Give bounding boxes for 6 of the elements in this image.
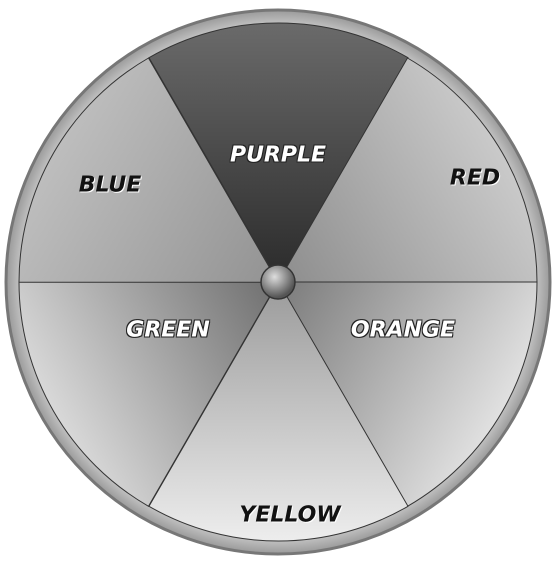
segment-label: YELLOW bbox=[239, 502, 341, 528]
segment-label: BLUE bbox=[78, 172, 142, 198]
segment-label: PURPLE bbox=[230, 142, 326, 168]
segment-label: GREEN bbox=[126, 318, 210, 342]
segment-label: ORANGE bbox=[350, 318, 456, 342]
segment-label: RED bbox=[450, 165, 500, 190]
